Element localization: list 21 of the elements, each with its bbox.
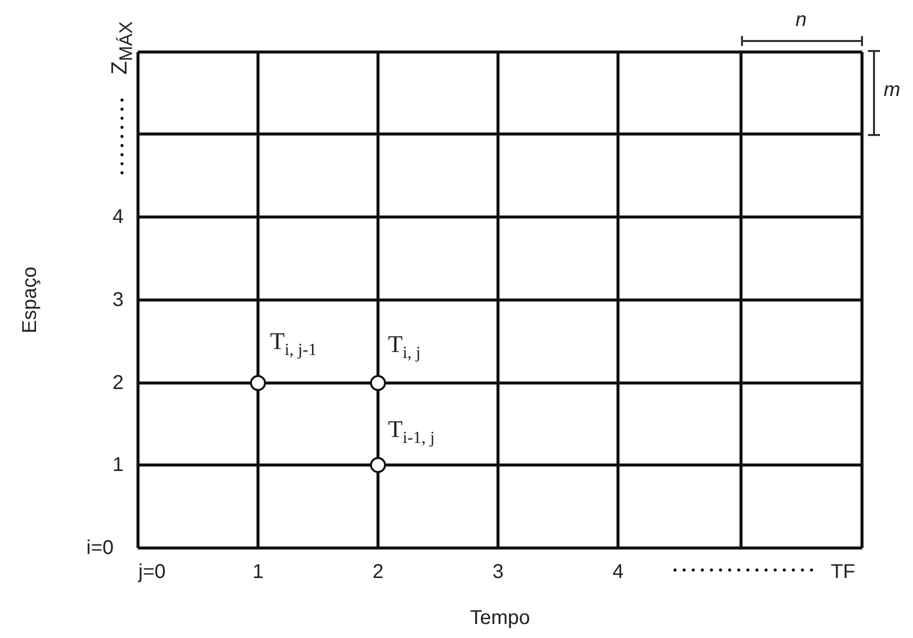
tick-label: i=0 <box>86 538 114 558</box>
tick-label: 4 <box>612 562 624 582</box>
axis-label: Espaço <box>20 266 40 334</box>
tick-label: 4 <box>112 207 124 227</box>
tick-label: 1 <box>252 562 264 582</box>
tick-label: 2 <box>372 562 384 582</box>
grid-point <box>370 375 386 391</box>
tick-label: 2 <box>112 373 124 393</box>
grid-point <box>250 375 266 391</box>
axis-label: Tempo <box>470 608 530 628</box>
dimension-label: m <box>884 80 900 100</box>
tick-label: TF <box>830 562 856 582</box>
dimension-label: n <box>795 10 807 30</box>
tick-label: 1 <box>112 455 124 475</box>
point-label: T$_{i-1, j}$ <box>388 418 435 446</box>
point-label: T$_{i, j}$ <box>388 333 421 361</box>
tick-label: j=0 <box>138 562 166 582</box>
tick-label: 3 <box>492 562 504 582</box>
point-label: T$_{i, j-1}$ <box>270 330 317 358</box>
tick-label: 3 <box>112 290 124 310</box>
grid-point <box>370 457 386 473</box>
